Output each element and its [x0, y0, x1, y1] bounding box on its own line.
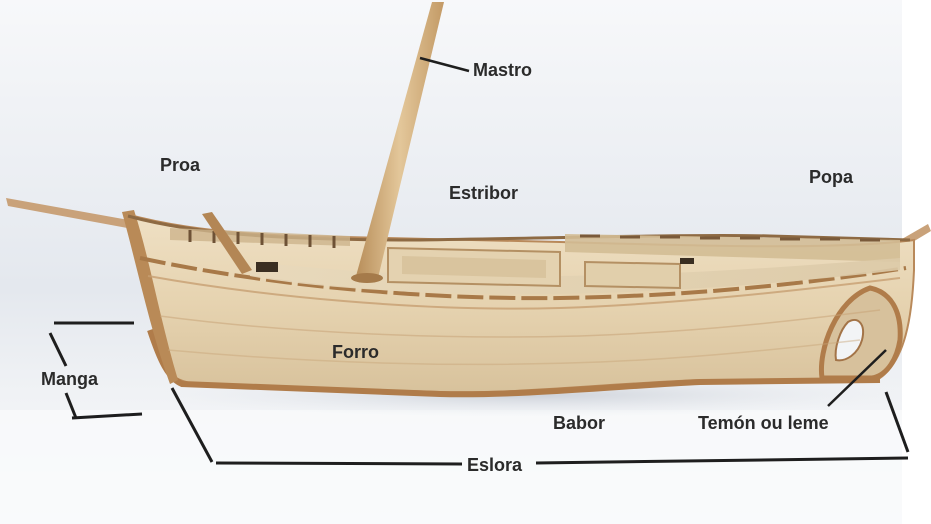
label-temon-ou-leme: Temón ou leme	[698, 413, 829, 433]
label-forro: Forro	[332, 342, 379, 362]
label-mastro: Mastro	[473, 60, 532, 80]
label-estribor: Estribor	[449, 183, 518, 203]
label-popa: Popa	[809, 167, 853, 187]
label-manga: Manga	[41, 369, 98, 389]
label-babor: Babor	[553, 413, 605, 433]
label-eslora: Eslora	[467, 455, 522, 475]
label-proa: Proa	[160, 155, 200, 175]
